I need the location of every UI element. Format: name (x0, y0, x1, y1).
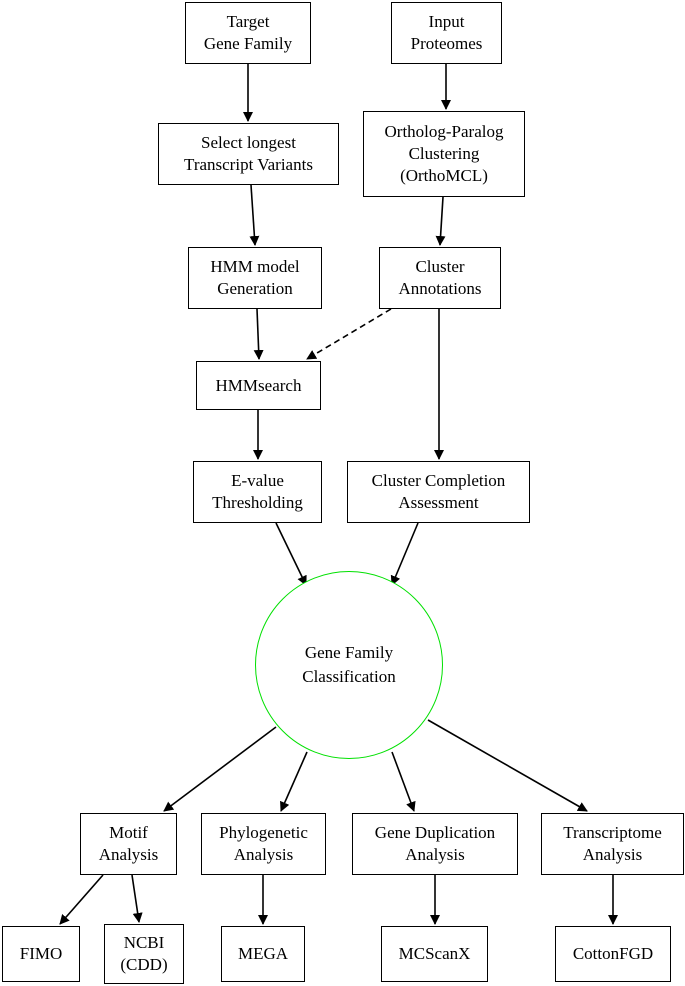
node-ncbi-cdd: NCBI (CDD) (104, 924, 184, 984)
node-text: Gene Duplication (374, 823, 496, 842)
node-text: Analysis (233, 845, 294, 864)
node-mega: MEGA (221, 926, 305, 982)
node-text: MEGA (237, 944, 289, 963)
node-motif-analysis: Motif Analysis (80, 813, 177, 875)
node-text: Select longest (201, 133, 296, 152)
node-text: Transcript Variants (184, 155, 313, 174)
node-text: Target (226, 12, 270, 31)
node-text: Ortholog-Paralog (384, 122, 504, 141)
node-text: CottonFGD (572, 944, 654, 963)
edge-orthomcl-to-cluster-annotations (435, 196, 446, 246)
node-text: FIMO (19, 944, 63, 963)
node-text: E-value (231, 471, 284, 490)
edge-gene-family-classification-to-gene-duplication (391, 751, 416, 812)
node-text: Assessment (398, 493, 479, 512)
node-text: HMM model (210, 257, 300, 276)
node-text: Annotations (398, 279, 482, 298)
node-gene-family-classification: Gene Family Classification (255, 571, 443, 759)
edge-select-longest-to-hmm-model (249, 184, 260, 246)
node-text: Transcriptome (563, 823, 662, 842)
node-text: Cluster (415, 257, 465, 276)
edge-gene-family-classification-to-motif (163, 726, 277, 812)
edge-evalue-to-gene-family-classification (275, 522, 307, 586)
node-text: Proteomes (410, 34, 483, 53)
node-text: (CDD) (120, 955, 168, 974)
node-transcriptome-analysis: Transcriptome Analysis (541, 813, 684, 875)
node-text: Phylogenetic (219, 823, 308, 842)
node-evalue-thresholding: E-value Thresholding (193, 461, 322, 523)
edge-gene-family-classification-to-transcriptome (427, 719, 588, 812)
edge-gene-family-classification-to-phylogenetic (280, 751, 308, 812)
node-text: Generation (217, 279, 293, 298)
node-text: Motif (109, 823, 148, 842)
node-text: Clustering (408, 144, 480, 163)
node-cottonfgd: CottonFGD (555, 926, 671, 982)
node-text: (OrthoMCL) (400, 166, 488, 185)
node-mcscanx: MCScanX (381, 926, 488, 982)
node-text: MCScanX (398, 944, 471, 963)
node-text: Analysis (98, 845, 159, 864)
node-cluster-completion-assessment: Cluster Completion Assessment (347, 461, 530, 523)
node-gene-duplication-analysis: Gene Duplication Analysis (352, 813, 518, 875)
node-text: HMMsearch (215, 375, 302, 395)
node-orthomcl-clustering: Ortholog-Paralog Clustering (OrthoMCL) (363, 111, 525, 197)
node-cluster-annotations: Cluster Annotations (379, 247, 501, 309)
node-text: Thresholding (212, 493, 303, 512)
node-text: Input (428, 12, 465, 31)
node-text: Gene Family (203, 34, 293, 53)
node-text: NCBI (123, 933, 165, 952)
edge-motif-to-ncbi (131, 874, 143, 923)
edge-cluster-annotations-to-hmmsearch (306, 308, 392, 360)
node-hmm-model-generation: HMM model Generation (188, 247, 322, 309)
node-fimo: FIMO (2, 926, 80, 982)
node-text: Cluster Completion (371, 471, 506, 490)
edge-cluster-completion-to-gene-family-classification (390, 522, 419, 586)
node-text: Analysis (582, 845, 643, 864)
node-hmmsearch: HMMsearch (196, 361, 321, 410)
node-phylogenetic-analysis: Phylogenetic Analysis (201, 813, 326, 875)
node-input-proteomes: Input Proteomes (391, 2, 502, 64)
node-select-longest-transcript: Select longest Transcript Variants (158, 123, 339, 185)
node-text: Classification (302, 667, 396, 686)
node-text: Gene Family (304, 643, 394, 662)
edge-hmm-model-to-hmmsearch (253, 308, 264, 360)
edge-motif-to-fimo (59, 874, 104, 925)
node-text: Analysis (405, 845, 465, 864)
node-target-gene-family: Target Gene Family (185, 2, 311, 64)
